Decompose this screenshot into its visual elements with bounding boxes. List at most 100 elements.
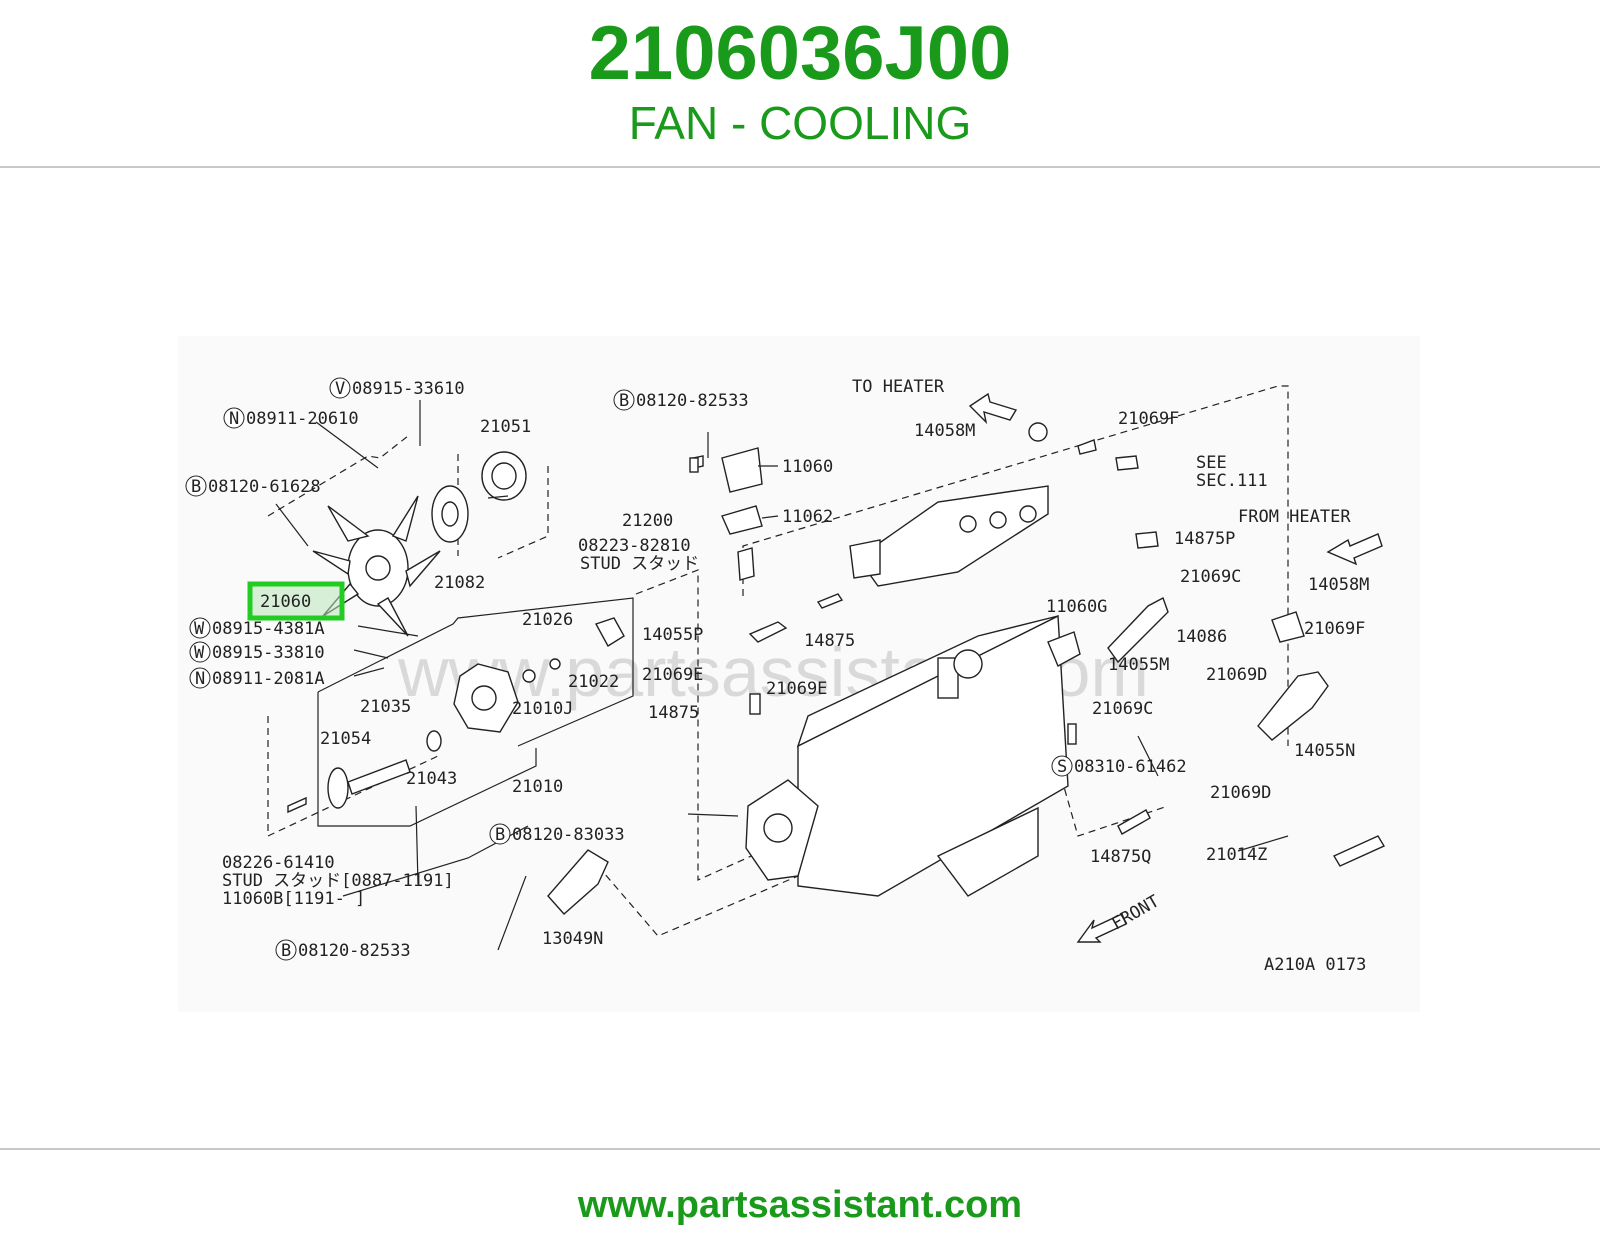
callout-label: 21010J bbox=[512, 699, 573, 719]
guide-line bbox=[267, 435, 409, 517]
leader-line bbox=[357, 625, 419, 637]
callout-label: 14875 bbox=[648, 703, 699, 723]
water-pump-icon bbox=[453, 617, 625, 733]
guide-line bbox=[635, 569, 779, 881]
callout-label: 21022 bbox=[568, 672, 619, 692]
callout-label: 21051 bbox=[480, 417, 531, 437]
small-fittings-icon bbox=[689, 422, 1386, 867]
guide-line bbox=[742, 385, 1289, 746]
callout-label: 11060G bbox=[1046, 597, 1107, 617]
callout-label: 14875 bbox=[804, 631, 855, 651]
callout-label: 14875Q bbox=[1090, 847, 1151, 867]
callout-label: 08915-33810 bbox=[212, 643, 325, 663]
water-outlet-icon bbox=[547, 849, 609, 915]
callout-label: 21200 bbox=[622, 511, 673, 531]
letter-badge-b: B bbox=[275, 939, 297, 961]
callout-label: SEE bbox=[1196, 453, 1227, 473]
callout-label: 21026 bbox=[522, 610, 573, 630]
callout-label: 14055P bbox=[642, 625, 703, 645]
svg-text:V: V bbox=[335, 379, 345, 399]
callout-label: 08911-20610 bbox=[246, 409, 359, 429]
leader-line bbox=[497, 875, 527, 951]
footer-divider bbox=[0, 1148, 1600, 1150]
callout-label: 08223-82810 bbox=[578, 536, 691, 556]
svg-text:N: N bbox=[229, 409, 239, 429]
letter-badge-b: B bbox=[613, 389, 635, 411]
callout-label: 08120-83033 bbox=[512, 825, 625, 845]
callout-label: STUD スタッド bbox=[580, 554, 699, 574]
figure-code: A210A 0173 bbox=[1264, 955, 1366, 975]
group-box bbox=[317, 692, 537, 827]
callout-label: 11060 bbox=[782, 457, 833, 477]
callout-label: TO HEATER bbox=[852, 377, 945, 397]
callout-label: 08310-61462 bbox=[1074, 757, 1187, 777]
engine-block-icon bbox=[745, 614, 1069, 897]
callout-label: 21010 bbox=[512, 777, 563, 797]
letter-badge-b: B bbox=[185, 475, 207, 497]
callout-label: 13049N bbox=[542, 929, 603, 949]
callout-label: 14875P bbox=[1174, 529, 1235, 549]
svg-text:N: N bbox=[195, 669, 205, 689]
callout-label: 21069D bbox=[1206, 665, 1267, 685]
letter-badge-n: N bbox=[223, 407, 245, 429]
callout-label: STUD スタッド[0887-1191] bbox=[222, 871, 454, 891]
svg-text:B: B bbox=[191, 477, 201, 497]
svg-text:B: B bbox=[495, 825, 505, 845]
callout-label: 11062 bbox=[782, 507, 833, 527]
callout-label: 08120-82533 bbox=[636, 391, 749, 411]
svg-text:S: S bbox=[1057, 757, 1067, 777]
group-box bbox=[317, 597, 634, 747]
letter-badge-v: V bbox=[329, 377, 351, 399]
hose-icon bbox=[748, 597, 1329, 741]
callout-label: 14058M bbox=[914, 421, 975, 441]
page-header: 2106036J00 FAN - COOLING bbox=[0, 0, 1600, 168]
pump-shaft-icon bbox=[287, 730, 442, 814]
intake-manifold-icon bbox=[849, 485, 1049, 587]
guide-line bbox=[597, 865, 799, 937]
letter-badge-n: N bbox=[189, 667, 211, 689]
pulley-icon bbox=[481, 451, 527, 501]
footer-url-link[interactable]: www.partsassistant.com bbox=[577, 1184, 1023, 1226]
callout-label: 21082 bbox=[434, 573, 485, 593]
letter-badge-s: S bbox=[1051, 755, 1073, 777]
svg-text:B: B bbox=[281, 941, 291, 961]
callout-label: 08911-2081A bbox=[212, 669, 325, 689]
callout-label: 14055N bbox=[1294, 741, 1355, 761]
letter-badge-w: W bbox=[189, 617, 211, 639]
parts-diagram: www.partsassistant.com bbox=[178, 336, 1420, 1012]
part-number-title: 2106036J00 bbox=[588, 11, 1012, 96]
leader-line bbox=[1237, 835, 1289, 852]
callout-label: 14055M bbox=[1108, 655, 1169, 675]
callout-label: 21069E bbox=[642, 665, 703, 685]
leader-line bbox=[415, 805, 419, 885]
callout-label: 21069C bbox=[1092, 699, 1153, 719]
svg-text:W: W bbox=[194, 619, 205, 639]
callout-label: 08915-4381A bbox=[212, 619, 325, 639]
thermostat-housing-icon bbox=[692, 447, 763, 581]
callout-label: 14086 bbox=[1176, 627, 1227, 647]
callout-label: 11060B[1191- ] bbox=[222, 889, 365, 909]
callout-label: 08915-33610 bbox=[352, 379, 465, 399]
leader-line bbox=[353, 667, 385, 677]
svg-text:W: W bbox=[194, 643, 205, 663]
callout-label: 21035 bbox=[360, 697, 411, 717]
callout-label: 08120-82533 bbox=[298, 941, 411, 961]
leader-line bbox=[315, 421, 379, 469]
callout-label: FROM HEATER bbox=[1238, 507, 1351, 527]
highlight-box bbox=[247, 581, 345, 621]
callout-label: 21014Z bbox=[1206, 845, 1267, 865]
leader-line bbox=[687, 813, 739, 817]
callout-label: 08226-61410 bbox=[222, 853, 335, 873]
callout-label: 21054 bbox=[320, 729, 371, 749]
cooling-fan-icon bbox=[312, 495, 441, 637]
from-heater-arrow-icon bbox=[1326, 533, 1383, 566]
to-heater-arrow-icon bbox=[968, 392, 1018, 425]
leader-line bbox=[275, 503, 309, 547]
leader-line bbox=[353, 649, 389, 659]
front-label: FRONT bbox=[1109, 891, 1163, 934]
part-description: FAN - COOLING bbox=[628, 97, 972, 149]
parts-diagram-svg: www.partsassistant.com bbox=[185, 377, 1386, 975]
callout-label: SEC.111 bbox=[1196, 471, 1268, 491]
letter-badge-b: B bbox=[489, 823, 511, 845]
callout-label: 21069F bbox=[1118, 409, 1179, 429]
